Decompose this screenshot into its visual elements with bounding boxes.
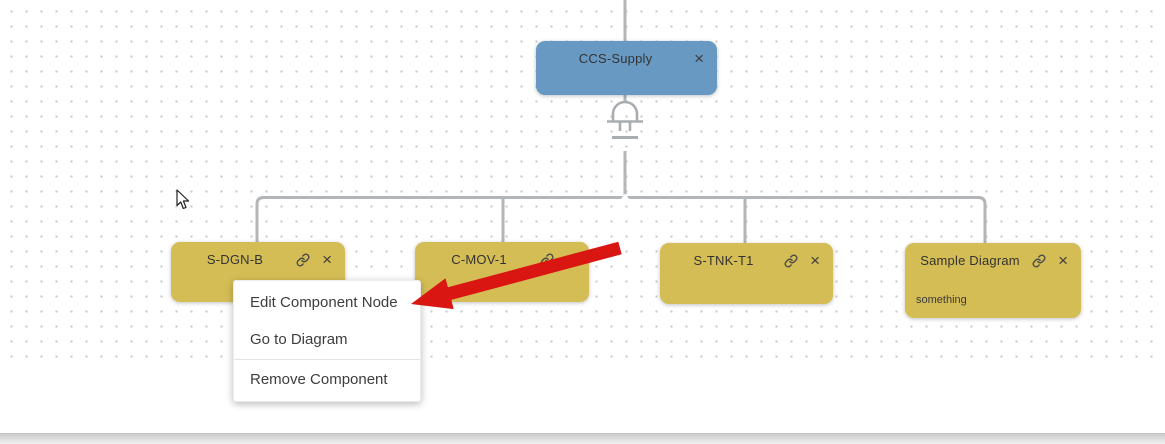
- close-icon[interactable]: ×: [566, 249, 576, 269]
- link-icon[interactable]: [784, 254, 798, 268]
- bottom-scroll-edge: [0, 433, 1165, 444]
- node-label: S-DGN-B: [206, 252, 264, 267]
- close-icon[interactable]: ×: [694, 48, 704, 68]
- node-ccs-supply[interactable]: CCS-Supply ×: [536, 41, 717, 95]
- menu-item-remove-component[interactable]: Remove Component: [250, 371, 388, 388]
- menu-divider: [234, 359, 420, 360]
- node-label: S-TNK-T1: [693, 253, 754, 268]
- menu-item-edit-component-node[interactable]: Edit Component Node: [250, 294, 398, 311]
- close-icon[interactable]: ×: [1058, 250, 1068, 270]
- node-sublabel: something: [916, 294, 967, 306]
- link-icon[interactable]: [540, 253, 554, 267]
- context-menu: Edit Component Node Go to Diagram Remove…: [233, 280, 421, 402]
- close-icon[interactable]: ×: [322, 249, 332, 269]
- node-label: C-MOV-1: [451, 252, 507, 267]
- node-label: Sample Diagram: [920, 253, 1020, 268]
- link-icon[interactable]: [1032, 254, 1046, 268]
- menu-item-go-to-diagram[interactable]: Go to Diagram: [250, 331, 348, 348]
- close-icon[interactable]: ×: [810, 250, 820, 270]
- node-c-mov-1[interactable]: C-MOV-1 ×: [415, 242, 589, 302]
- link-icon[interactable]: [296, 253, 310, 267]
- node-s-tnk-t1[interactable]: S-TNK-T1 ×: [660, 243, 833, 304]
- node-sample-diagram[interactable]: Sample Diagram × something: [905, 243, 1081, 318]
- node-label: CCS-Supply: [578, 51, 653, 66]
